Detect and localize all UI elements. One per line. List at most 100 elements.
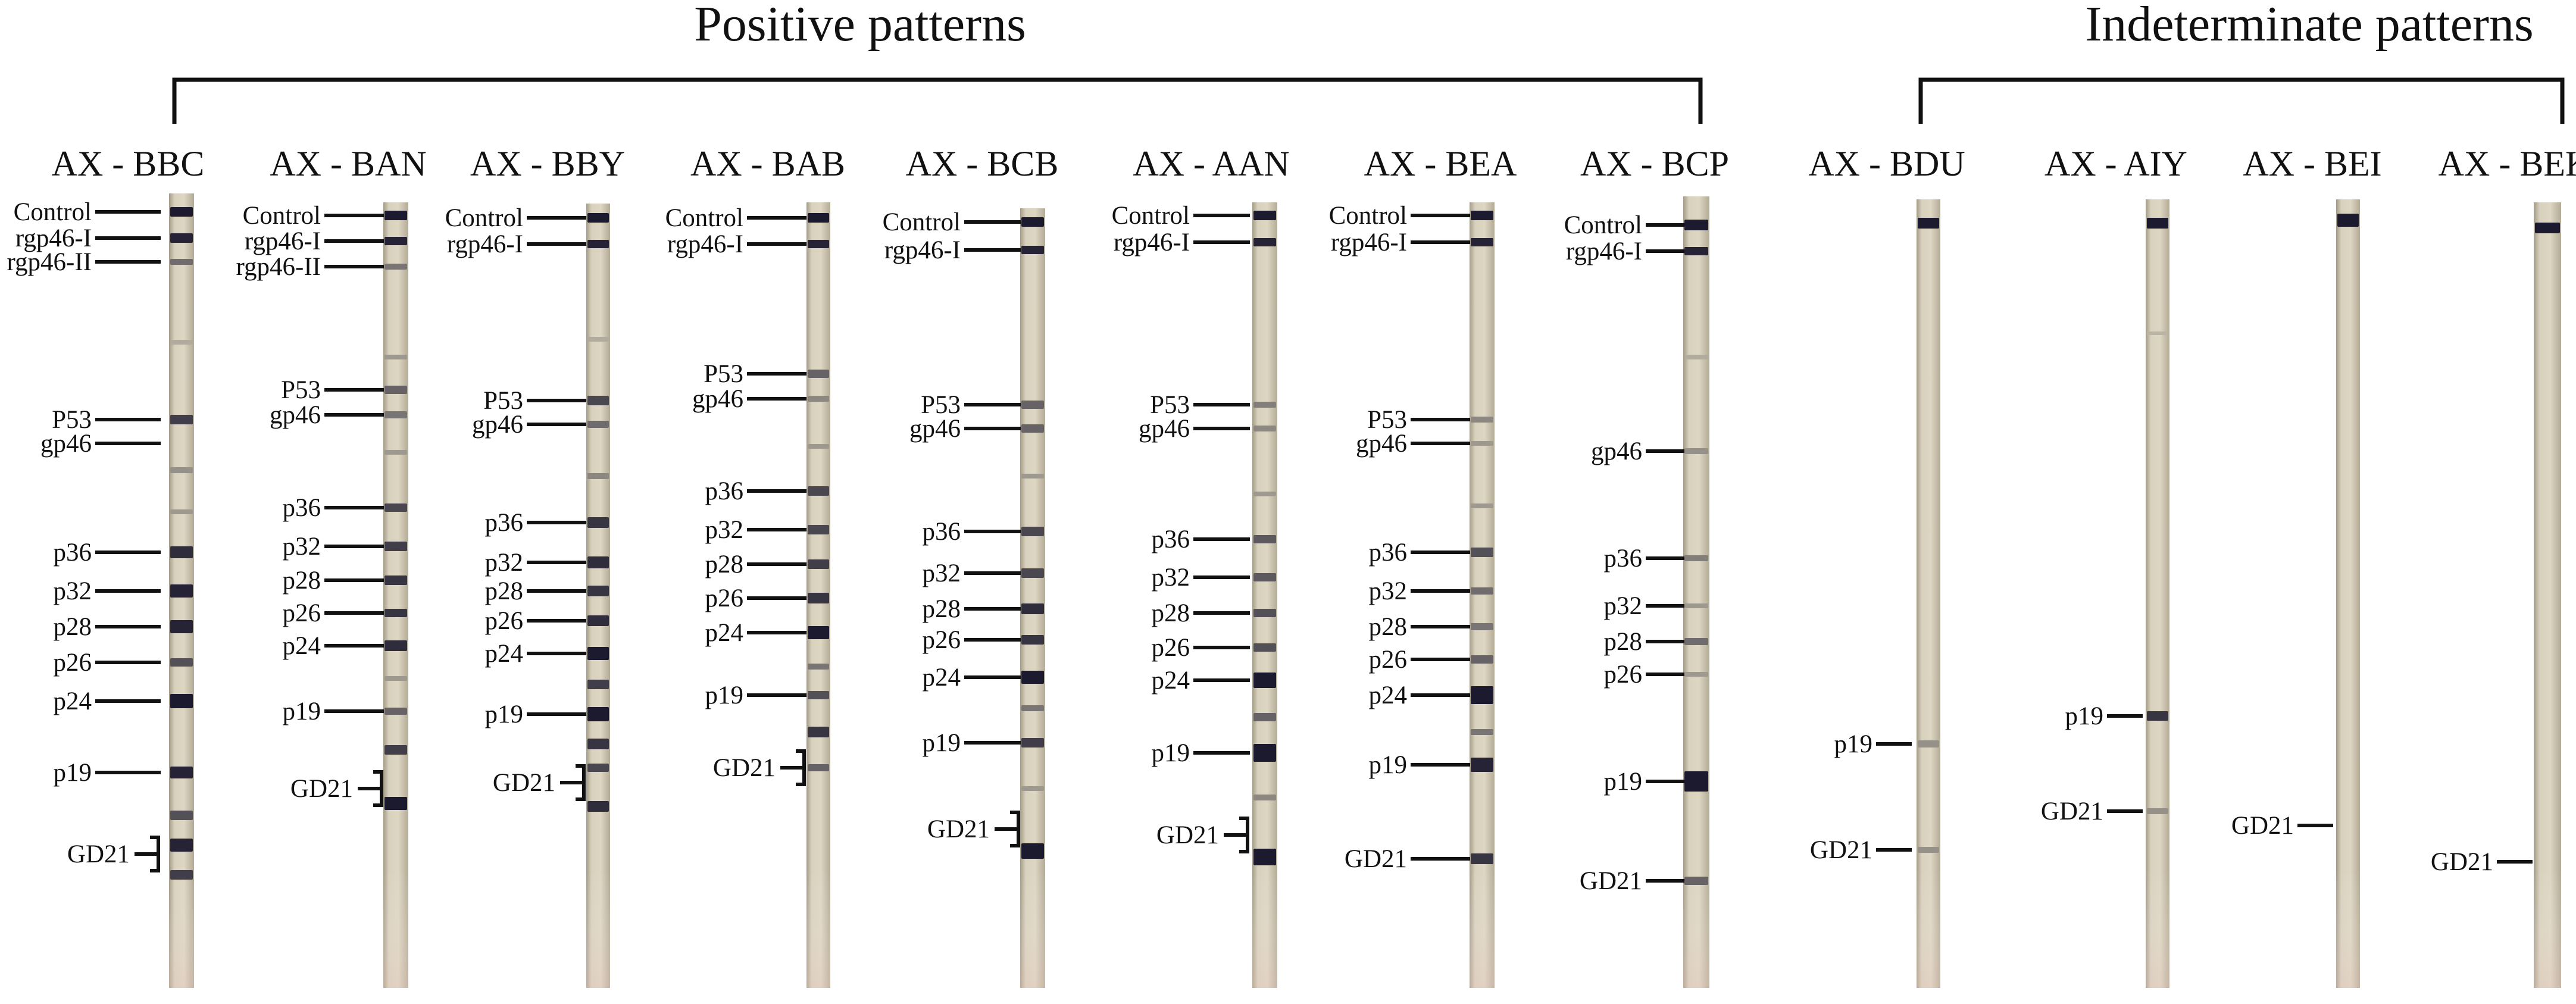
band-label-p36: p36	[923, 518, 961, 546]
band-label-gd21: GD21	[67, 840, 130, 868]
band	[170, 811, 193, 820]
band-label-p19: p19	[283, 698, 321, 725]
band	[1253, 238, 1276, 246]
band-label-p24: p24	[923, 664, 961, 692]
band-label-p24: p24	[705, 619, 744, 647]
band	[808, 486, 829, 496]
band-label-p26: p26	[923, 626, 961, 654]
strip-ax-bea	[1470, 202, 1495, 988]
band	[1253, 573, 1276, 581]
band	[808, 691, 829, 699]
sample-title-ax-ban: AX - BAN	[270, 144, 426, 183]
band	[1684, 672, 1708, 677]
band-label-gp46: gp46	[909, 415, 961, 443]
band	[587, 240, 609, 248]
band	[1684, 555, 1708, 561]
band-label-control: Control	[665, 204, 743, 232]
band-label-gd21: GD21	[493, 769, 555, 797]
band-label-p36: p36	[1604, 545, 1643, 573]
indeterminate-group-bracket	[1918, 77, 2565, 124]
band	[384, 797, 407, 810]
band-label-rgp46-ii: rgp46-II	[7, 248, 92, 276]
band	[1684, 877, 1708, 885]
band	[1253, 643, 1276, 652]
band-label-control: Control	[1112, 202, 1190, 230]
strip-shading	[383, 202, 408, 988]
band	[808, 664, 829, 670]
band-label-p53: P53	[1150, 391, 1190, 419]
band-label-gp46: gp46	[1139, 415, 1190, 443]
band-label-p53: P53	[52, 406, 92, 434]
band	[384, 264, 407, 270]
strip-ax-bei	[2336, 199, 2360, 988]
band	[384, 386, 407, 394]
strip-shading	[2336, 199, 2360, 988]
band-label-rgp46-i: rgp46-I	[1114, 229, 1190, 257]
strip-shading	[2534, 202, 2561, 988]
band-label-gp46: gp46	[692, 385, 743, 413]
band-label-gp46: gp46	[472, 411, 523, 439]
sample-title-ax-bea: AX - BEA	[1364, 144, 1517, 183]
strip-ax-aiy	[2146, 199, 2169, 988]
strips-layer	[169, 193, 2561, 988]
band	[170, 870, 193, 880]
band	[587, 213, 609, 223]
band	[808, 727, 829, 737]
strip-ax-bcb	[1020, 208, 1045, 988]
band-label-rgp46-i: rgp46-I	[1331, 229, 1407, 257]
sample-title-ax-bcp: AX - BCP	[1580, 144, 1729, 183]
band	[1471, 655, 1493, 664]
strip-ax-bbc	[169, 193, 194, 988]
band-label-p19: p19	[485, 700, 524, 728]
band-label-gp46: gp46	[1356, 430, 1407, 458]
band-label-p32: p32	[283, 533, 321, 561]
band	[170, 546, 193, 558]
band	[1684, 448, 1708, 454]
band	[1918, 847, 1939, 853]
band	[384, 676, 407, 681]
band	[1684, 771, 1708, 792]
band	[1021, 843, 1044, 859]
band	[1471, 238, 1493, 246]
band-label-p19: p19	[1152, 739, 1190, 767]
band	[1021, 635, 1044, 645]
band-label-p19: p19	[1834, 730, 1873, 758]
band	[1253, 849, 1276, 865]
sample-title-ax-bdu: AX - BDU	[1808, 144, 1965, 183]
band-label-control: Control	[445, 204, 523, 232]
band-label-p53: P53	[483, 387, 523, 415]
band-label-p26: p26	[485, 607, 524, 635]
strip-ax-bab	[806, 202, 830, 988]
band	[1253, 402, 1276, 408]
band-label-p24: p24	[485, 640, 524, 668]
band-label-gd21: GD21	[713, 754, 776, 782]
band-label-p32: p32	[485, 549, 524, 577]
band	[170, 259, 193, 265]
band-label-p26: p26	[1369, 646, 1408, 674]
band-label-p24: p24	[283, 632, 321, 660]
band	[587, 680, 609, 689]
band-label-gp46: gp46	[1591, 437, 1642, 465]
band	[384, 211, 407, 220]
strip-ax-ban	[383, 202, 408, 988]
band	[1471, 548, 1493, 557]
band-label-p36: p36	[1152, 526, 1190, 553]
band	[808, 240, 829, 248]
band	[808, 213, 829, 223]
labels-ax-bei: GD21	[2231, 812, 2333, 840]
band-label-p26: p26	[1152, 634, 1190, 662]
band-label-p19: p19	[923, 729, 961, 757]
band-label-rgp46-i: rgp46-I	[245, 227, 321, 255]
band-label-p28: p28	[923, 595, 961, 623]
band	[384, 411, 407, 418]
band	[170, 658, 193, 667]
band	[384, 640, 407, 651]
strip-shading	[1252, 202, 1277, 988]
band	[384, 237, 407, 245]
band	[808, 764, 829, 771]
band	[170, 620, 193, 633]
band	[384, 503, 407, 512]
band-label-p53: P53	[704, 360, 743, 388]
